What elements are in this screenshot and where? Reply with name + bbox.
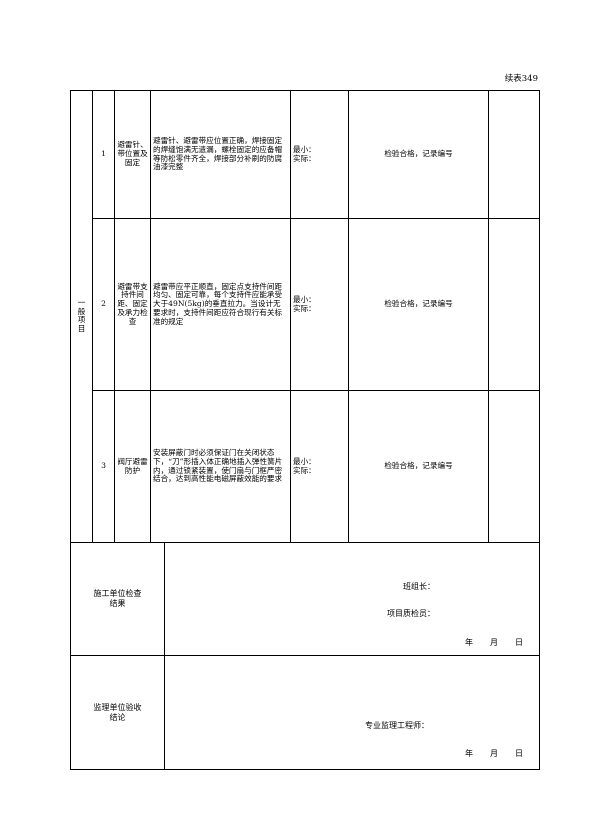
measured-min: 最小： — [293, 456, 316, 466]
construction-label: 施工单位检查结果 — [70, 542, 165, 656]
month-label: 月 — [490, 638, 498, 647]
month-label: 月 — [490, 749, 498, 758]
requirement-text: 避雷针、避雷带应位置正确，焊接固定的焊缝饱满无遗漏，螺栓固定的应备帽等防松零件齐… — [150, 90, 291, 219]
row-number: 2 — [92, 218, 115, 391]
measured-cell: 最小：实际： — [290, 218, 349, 391]
construction-sign-area[interactable]: 班组长： 项目质检员： 年 月 日 — [164, 542, 540, 656]
result-text: 检验合格，记录编号 — [348, 218, 489, 391]
construction-row: 施工单位检查结果 班组长： 项目质检员： 年 月 日 — [70, 542, 540, 656]
inspection-table: 一般项目 1 避雷针、带位置及固定 避雷针、避雷带应位置正确，焊接固定的焊缝饱满… — [70, 90, 540, 543]
measured-min: 最小： — [293, 294, 316, 304]
table-row: 2 避雷带支持件间距、固定及承力检查 避雷带应平正顺直，固定点支持件间距均匀、固… — [71, 218, 540, 391]
measured-actual: 实际： — [293, 153, 316, 163]
category-cell: 一般项目 — [70, 90, 93, 543]
year-label: 年 — [465, 749, 473, 758]
supervision-sign-area[interactable]: 专业监理工程师： 年 月 日 — [164, 655, 540, 770]
measured-cell: 最小：实际： — [290, 90, 349, 219]
supervision-row: 监理单位验收结论 专业监理工程师： 年 月 日 — [70, 655, 540, 770]
measured-min: 最小： — [293, 144, 316, 154]
item-name: 避雷针、带位置及固定 — [114, 90, 151, 219]
category-label: 一般项目 — [77, 298, 86, 333]
result-text: 检验合格，记录编号 — [348, 90, 489, 219]
remark-cell[interactable] — [488, 218, 540, 391]
measured-actual: 实际： — [293, 465, 316, 475]
requirement-text: 安装屏蔽门时必须保证门在关闭状态下，“刀”形插入体正确地插入弹性簧片内，通过锁紧… — [150, 390, 291, 543]
quality-inspector-label: 项目质检员： — [387, 609, 435, 618]
result-text: 检验合格，记录编号 — [348, 390, 489, 543]
team-leader-label: 班组长： — [403, 582, 435, 591]
supervision-label: 监理单位验收结论 — [70, 655, 165, 770]
day-label: 日 — [515, 749, 523, 758]
remark-cell[interactable] — [488, 90, 540, 219]
table-row: 3 阀厅避雷防护 安装屏蔽门时必须保证门在关闭状态下，“刀”形插入体正确地插入弹… — [71, 390, 540, 543]
signoff-table: 施工单位检查结果 班组长： 项目质检员： 年 月 日 监理单位验收结论 专业监理… — [70, 542, 540, 770]
requirement-text: 避雷带应平正顺直，固定点支持件间距均匀、固定可靠，每个支持件应能承受大于49N(… — [150, 218, 291, 391]
remark-cell[interactable] — [488, 390, 540, 543]
day-label: 日 — [515, 638, 523, 647]
item-name: 避雷带支持件间距、固定及承力检查 — [114, 218, 151, 391]
row-number: 1 — [92, 90, 115, 219]
continuation-label: 续表349 — [504, 74, 538, 84]
item-name: 阀厅避雷防护 — [114, 390, 151, 543]
engineer-label: 专业监理工程师： — [365, 721, 429, 730]
measured-cell: 最小：实际： — [290, 390, 349, 543]
year-label: 年 — [465, 638, 473, 647]
measured-actual: 实际： — [293, 303, 316, 313]
table-row: 一般项目 1 避雷针、带位置及固定 避雷针、避雷带应位置正确，焊接固定的焊缝饱满… — [70, 90, 540, 543]
row-number: 3 — [92, 390, 115, 543]
